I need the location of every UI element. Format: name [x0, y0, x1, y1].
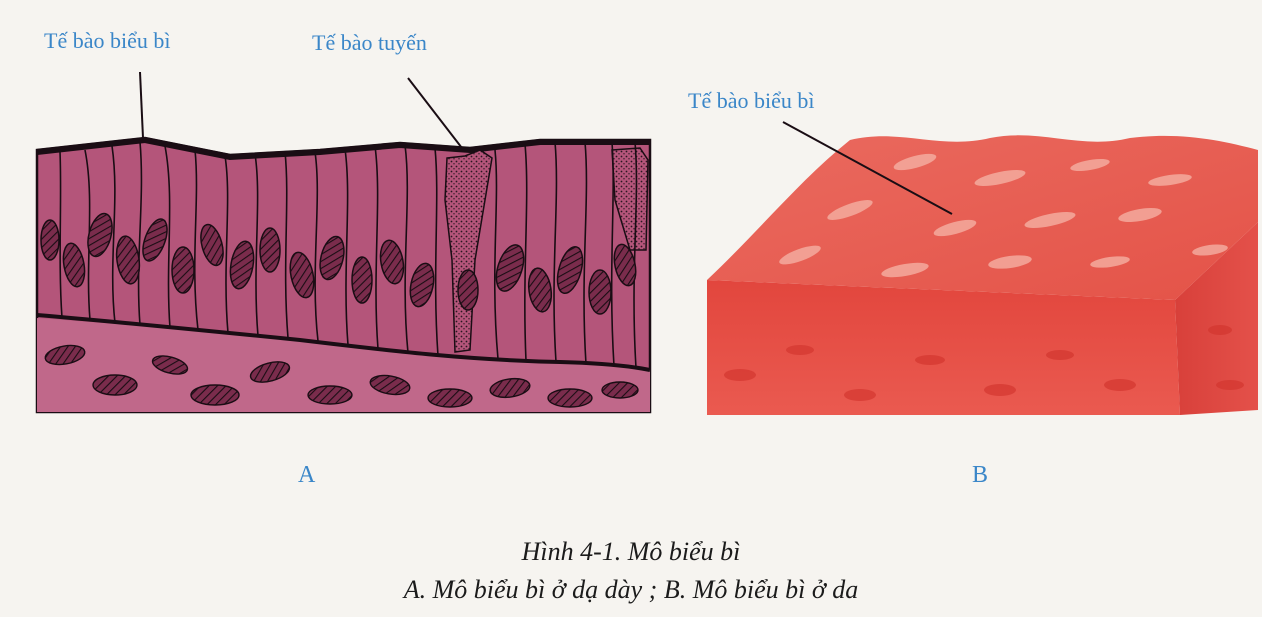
tissue-b-diagram — [707, 122, 1258, 415]
tissue-b-front — [707, 280, 1180, 415]
label-a-epidermal-cell: Tế bào biểu bì — [44, 28, 170, 54]
leader-line-a-epidermal — [140, 72, 143, 138]
figure-caption-subtitle: A. Mô biểu bì ở dạ dày ; B. Mô biểu bì ở… — [0, 575, 1262, 605]
tissue-a-diagram — [37, 72, 650, 412]
label-a-glandular-cell: Tế bào tuyến — [312, 30, 427, 56]
panel-label-a: A — [298, 462, 315, 489]
panel-label-b: B — [972, 462, 988, 489]
tissue-b-top — [707, 135, 1258, 300]
label-b-epidermal-cell: Tế bào biểu bì — [688, 88, 814, 114]
figure-caption-title: Hình 4-1. Mô biểu bì — [0, 537, 1262, 567]
leader-line-a-glandular — [408, 78, 465, 152]
